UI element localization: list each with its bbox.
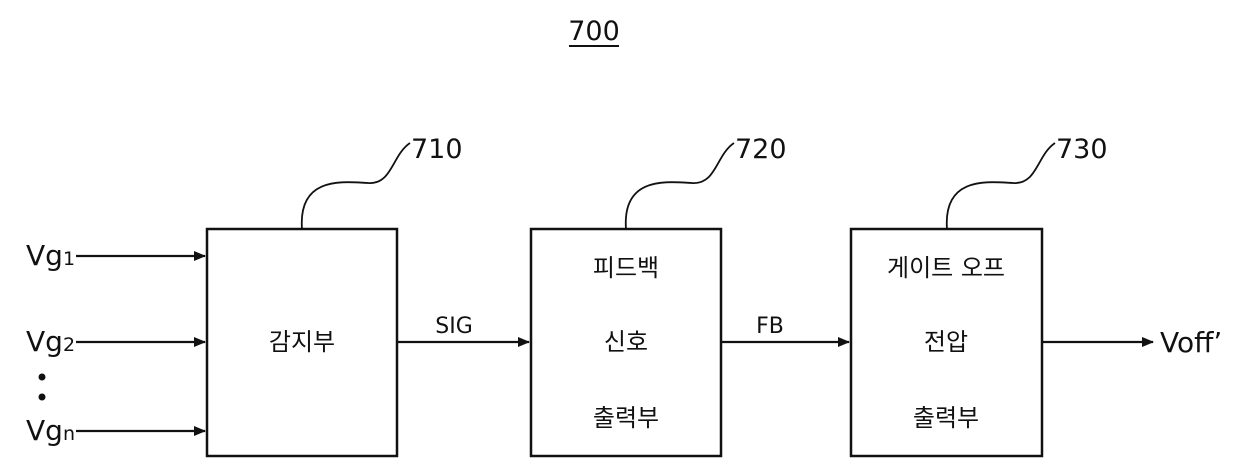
block-720-text-line3: 출력부 (593, 404, 659, 432)
block-730-text-line1: 게이트 오프 (887, 254, 1005, 282)
ellipsis-dot-2 (39, 394, 46, 401)
block-720-text-line2: 신호 (604, 328, 648, 356)
ellipsis-dot-1 (39, 374, 46, 381)
leader-line-720 (626, 143, 734, 229)
figure-number: 700 (568, 16, 620, 47)
ref-label-710: 710 (411, 134, 463, 165)
input-label-vg1: Vg1 (26, 239, 75, 272)
leader-line-710 (302, 143, 410, 229)
signal-label-sig: SIG (435, 314, 473, 339)
block-710-text: 감지부 (269, 328, 335, 356)
output-label-voff: Voff’ (1160, 326, 1222, 359)
ref-label-730: 730 (1056, 134, 1108, 165)
input-label-vgn: Vgn (26, 414, 75, 447)
input-label-vg2: Vg2 (26, 325, 75, 358)
leader-line-730 (947, 143, 1055, 229)
block-720-text-line1: 피드백 (593, 254, 659, 282)
block-730-text-line3: 출력부 (913, 404, 979, 432)
ref-label-720: 720 (735, 134, 787, 165)
block-730-text-line2: 전압 (924, 328, 968, 356)
signal-label-fb: FB (756, 314, 784, 339)
